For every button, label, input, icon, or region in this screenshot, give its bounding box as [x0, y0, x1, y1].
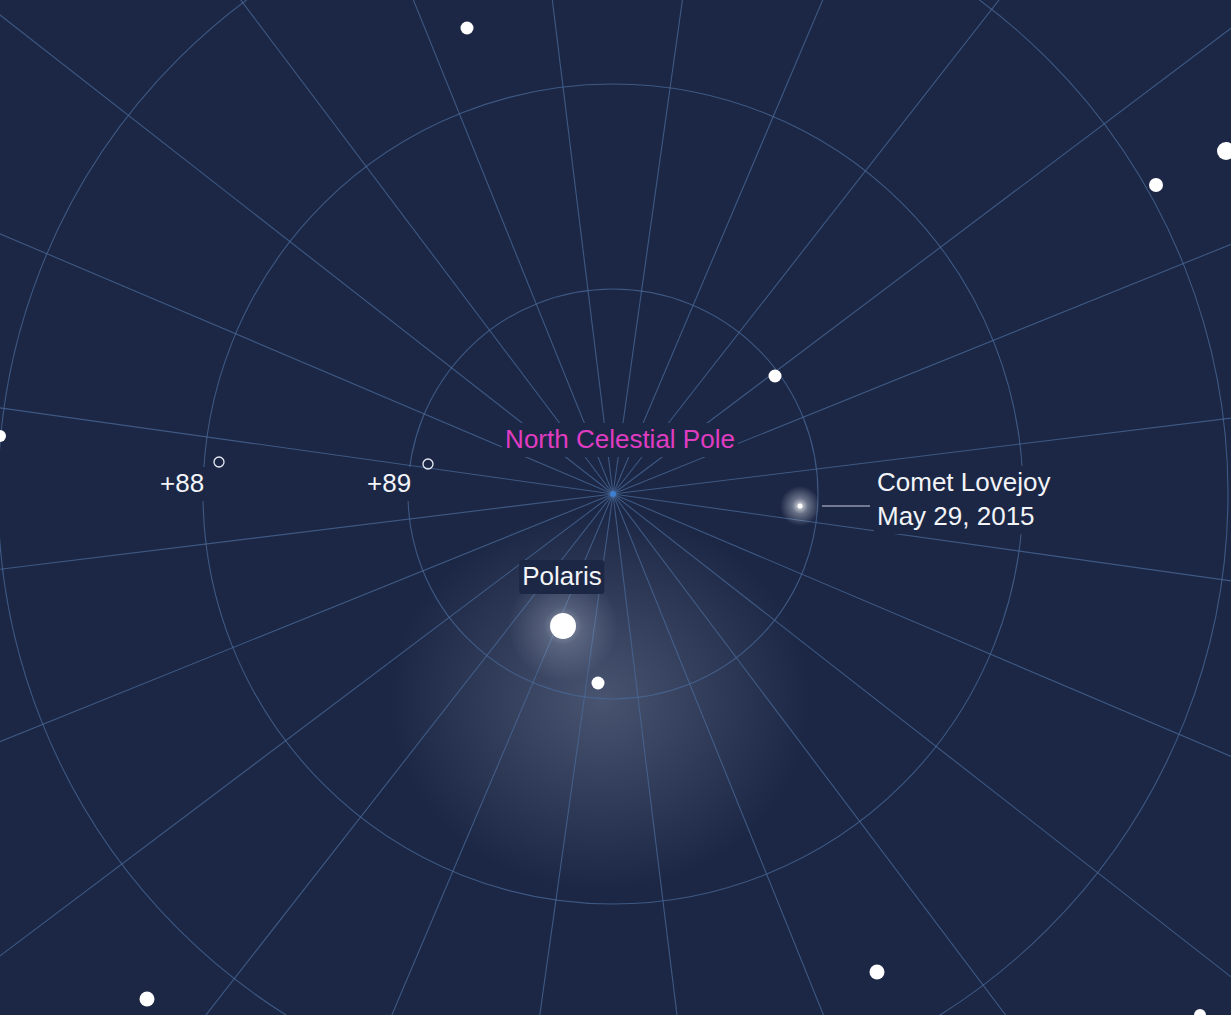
hour-line: [0, 0, 613, 494]
leader-line: [822, 505, 870, 506]
stars: [0, 22, 1231, 1015]
hour-line: [613, 0, 1231, 494]
hour-line: [613, 494, 1231, 1015]
hour-line: [613, 494, 1231, 1015]
star: [1194, 1009, 1206, 1015]
declination-circle: [408, 289, 818, 699]
declination-marker: [214, 457, 224, 467]
star: [592, 677, 605, 690]
hour-line: [0, 494, 613, 1015]
declination-marker: [423, 459, 433, 469]
star: [870, 965, 885, 980]
hour-line: [0, 299, 613, 494]
comet-nucleus: [798, 504, 803, 509]
hour-line: [0, 494, 613, 1015]
hour-line: [66, 494, 613, 1015]
star: [1149, 178, 1163, 192]
star: [461, 22, 474, 35]
pole-dot: [610, 491, 616, 497]
hour-line: [442, 0, 613, 494]
hour-line: [613, 0, 1160, 494]
hour-line: [89, 0, 613, 494]
hour-line: [613, 494, 784, 1015]
declination-label: +88: [157, 467, 207, 501]
star: [140, 992, 155, 1007]
hour-line: [418, 494, 613, 1015]
hour-line: [613, 0, 1231, 494]
comet-coma: [780, 486, 820, 526]
pole-label: North Celestial Pole: [502, 423, 738, 457]
declination-label: +89: [364, 467, 414, 501]
hour-line: [613, 494, 1137, 1015]
star: [1217, 142, 1231, 160]
star: [0, 430, 6, 442]
star-label: Polaris: [519, 560, 604, 594]
hour-line: [0, 0, 613, 494]
hour-line: [0, 0, 613, 494]
hour-line: [0, 494, 613, 1015]
comet-label: Comet Lovejoy May 29, 2015: [874, 466, 1086, 534]
hour-line: [613, 494, 1231, 1015]
polaris-star: [550, 613, 576, 639]
hour-line: [613, 0, 1231, 494]
star: [769, 370, 782, 383]
polaris-glare: [390, 510, 810, 890]
